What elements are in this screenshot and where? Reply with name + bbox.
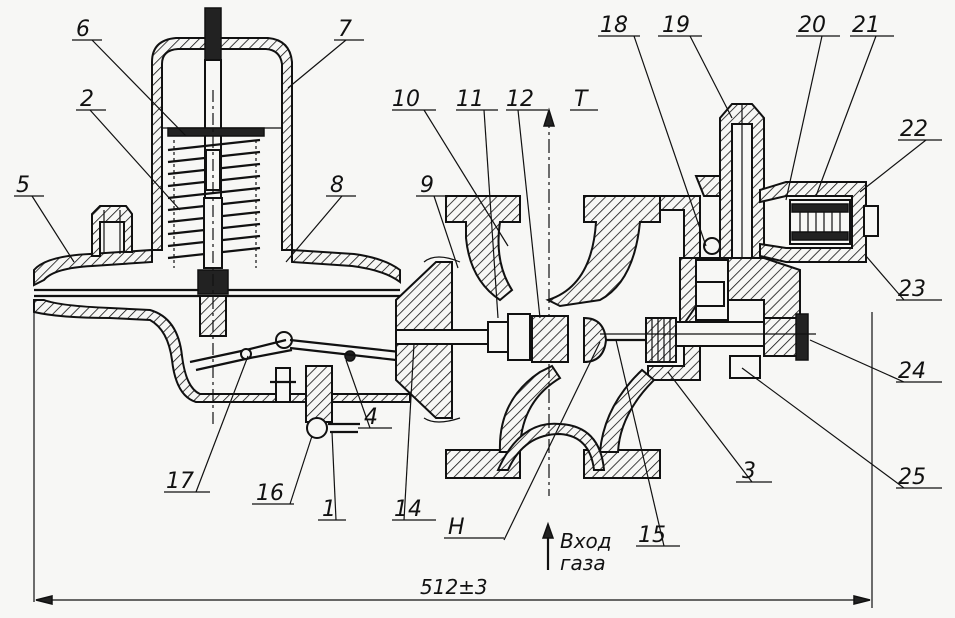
adjust-knob — [600, 313, 816, 379]
overall-dimension: 512±3 — [35, 312, 873, 608]
callout-10: 10 — [392, 87, 420, 112]
callout-9: 9 — [420, 173, 434, 198]
valve-stem-horizontal — [395, 313, 650, 364]
callout-22: 22 — [900, 117, 928, 142]
callout-19: 19 — [662, 13, 690, 38]
callout-23: 23 — [898, 277, 926, 302]
callout-8: 8 — [330, 173, 344, 198]
callout-16: 16 — [256, 481, 284, 506]
callout-3: 3 — [742, 459, 756, 484]
inlet-nipple-top — [91, 205, 133, 257]
callout-2: 2 — [80, 87, 94, 112]
callout-14: 14 — [394, 497, 422, 522]
callout-5: 5 — [16, 173, 30, 198]
inlet-label-line1: Вход — [560, 529, 612, 553]
relief-fitting — [305, 365, 360, 439]
callout-21: 21 — [852, 13, 880, 38]
dimension-label: 512±3 — [420, 575, 488, 599]
callout-12: 12 — [506, 87, 534, 112]
lever-linkage — [189, 338, 401, 403]
main-spring — [167, 138, 261, 269]
callout-15: 15 — [638, 523, 666, 548]
pilot-tower — [694, 103, 765, 301]
callout-7: 7 — [338, 17, 352, 42]
inlet-label-line2: газа — [560, 551, 606, 575]
callout-17: 17 — [166, 469, 194, 494]
callout-24: 24 — [898, 359, 926, 384]
callout-underlines — [14, 35, 942, 547]
membrane-housing — [33, 248, 411, 602]
flow-axis — [542, 107, 556, 496]
callout-11: 11 — [456, 87, 484, 112]
callout-1: 1 — [322, 497, 336, 522]
spring-housing-right — [759, 181, 879, 263]
callout-T: T — [574, 87, 589, 112]
gas-inlet-label: Вход газа — [541, 521, 612, 575]
callout-25: 25 — [898, 465, 926, 490]
valve-stem-assembly — [197, 90, 356, 425]
callout-labels: 6 7 2 5 8 9 10 11 12 T 18 19 20 21 22 23… — [16, 13, 928, 548]
seat-insert — [645, 317, 677, 363]
callout-6: 6 — [76, 17, 90, 42]
callout-20: 20 — [798, 13, 826, 38]
callout-18: 18 — [600, 13, 628, 38]
leader-lines — [31, 35, 927, 547]
callout-H: H — [448, 515, 465, 540]
callout-4: 4 — [364, 405, 378, 430]
